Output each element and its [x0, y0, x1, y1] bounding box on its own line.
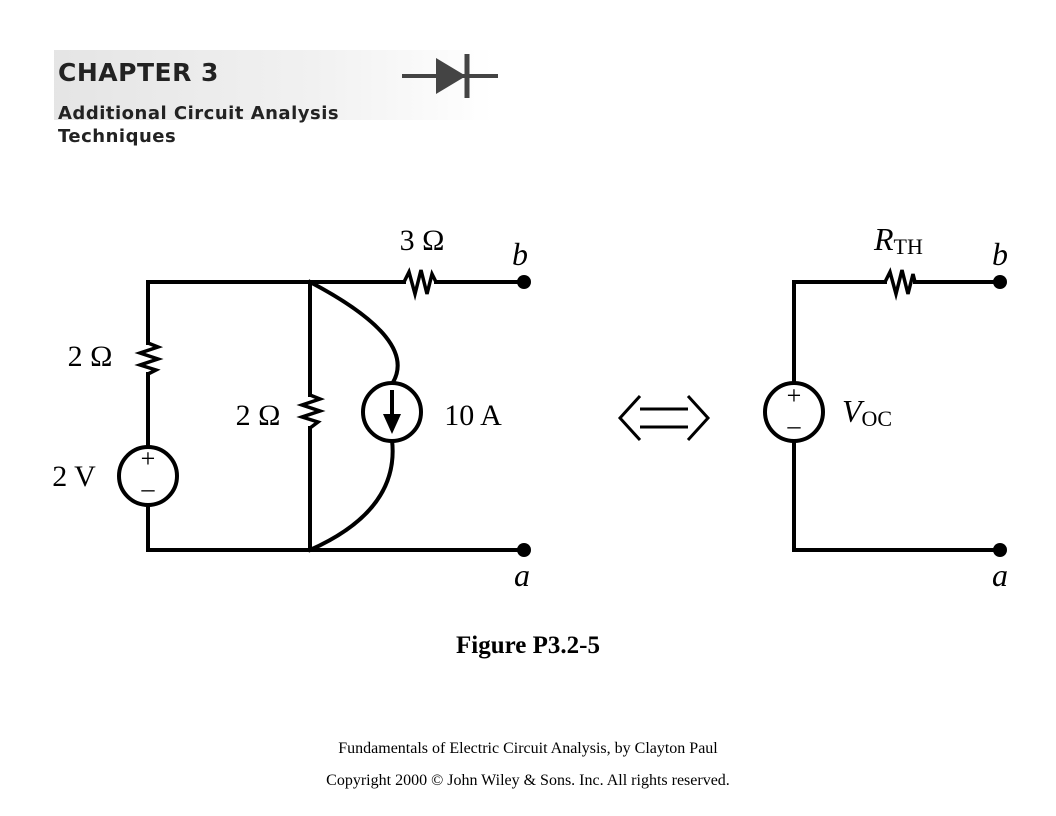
label-terminal-a-right: a: [992, 557, 1008, 593]
chapter-subtitle-line1: Additional Circuit Analysis: [58, 103, 340, 124]
resistor-2ohm-mid: [296, 393, 326, 430]
label-resistor-3ohm: 3 Ω: [400, 224, 445, 257]
voc-minus-sign: –: [787, 411, 802, 440]
footer-book-credit: Fundamentals of Electric Circuit Analysi…: [338, 740, 718, 757]
label-voc: VOC: [842, 393, 892, 431]
double-arrow-icon: [617, 394, 711, 442]
label-current-source: 10 A: [444, 399, 502, 432]
terminal-b-dot-left: [517, 275, 531, 289]
figure-label: Figure P3.2-5: [456, 632, 600, 659]
label-resistor-2ohm-mid: 2 Ω: [236, 399, 281, 432]
resistor-rth: [883, 267, 917, 301]
chapter-subtitle-line2: Techniques: [58, 126, 177, 147]
diode-icon: [402, 54, 498, 98]
voc-plus-sign: +: [787, 381, 802, 410]
source-plus-sign: +: [141, 444, 156, 473]
chapter-header: CHAPTER 3 Additional Circuit Analysis Te…: [40, 48, 500, 148]
label-terminal-b-left: b: [512, 236, 528, 272]
voltage-source-voc: + –: [763, 381, 825, 443]
label-terminal-b-right: b: [992, 236, 1008, 272]
label-voltage-source: 2 V: [52, 460, 96, 493]
terminal-b-dot-right: [993, 275, 1007, 289]
resistor-3ohm: [402, 267, 438, 301]
footer-copyright: Copyright 2000 © John Wiley & Sons. Inc.…: [326, 772, 730, 789]
chapter-title: CHAPTER 3: [58, 58, 219, 87]
label-terminal-a-left: a: [514, 557, 530, 593]
current-source-10a: [361, 381, 423, 443]
label-rth: RTH: [873, 221, 923, 259]
left-circuit-wires: [146, 279, 526, 553]
terminal-a-dot-right: [993, 543, 1007, 557]
voltage-source-2v: + –: [117, 444, 179, 507]
source-minus-sign: –: [141, 474, 156, 503]
resistor-2ohm-left: [134, 341, 164, 376]
terminal-a-dot-left: [517, 543, 531, 557]
right-circuit-wires: [792, 280, 1002, 552]
header-shadow: [54, 50, 494, 120]
label-resistor-2ohm-left: 2 Ω: [68, 340, 113, 373]
